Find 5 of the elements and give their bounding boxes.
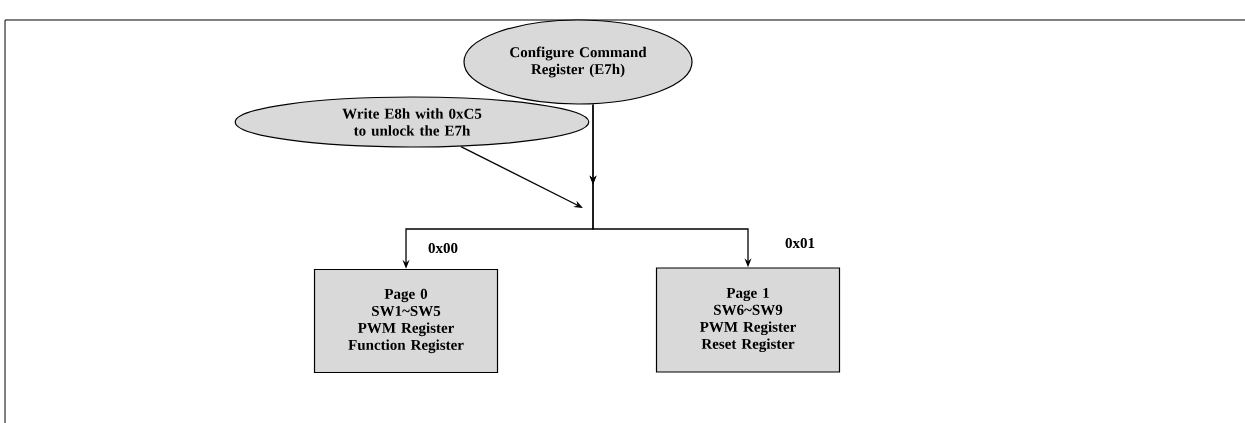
arrow [460, 145, 583, 208]
register-box: Page 1 SW6~SW9 PWM Register Reset Register [655, 267, 841, 373]
edge-label: 0x01 [784, 236, 816, 250]
edge-label: 0x00 [427, 241, 459, 255]
register-box: Page 0 SW1~SW5 PWM Register Function Register [313, 268, 499, 374]
